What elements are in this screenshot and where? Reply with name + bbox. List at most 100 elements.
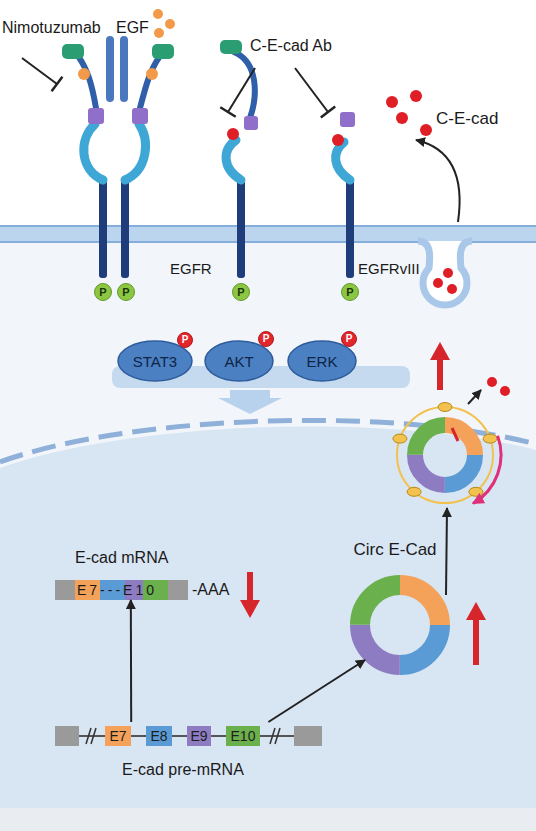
phospho-badge: P [232,283,250,301]
c-e-cad-dot [420,124,432,136]
exon-box: E9 [187,726,211,746]
release-arrow [468,390,481,404]
domain-iv [84,124,103,180]
exon-arc [415,425,475,485]
exon-arc [415,425,475,485]
node-label: Circ E-Cad [353,541,436,558]
circular-rna: Circ E-Cad [350,575,450,675]
node-sublabel: -AAA [192,582,229,598]
break-mark [86,728,91,744]
inhibition-bar [321,107,335,118]
exon-arc [360,585,440,665]
dimer-arm [106,36,114,102]
increase-arrow [437,358,443,390]
decrease-arrow [247,572,253,602]
decrease-arrow-head [240,600,260,618]
c-e-cad-dot [500,386,510,396]
exon-arc [360,585,440,665]
exon-arc [360,585,440,665]
phospho-badge: P [341,283,359,301]
egf-ligand [153,9,163,19]
flow-arrow [130,600,132,722]
domain-iv [125,124,145,180]
domain-ii [78,56,96,108]
exon-arc [360,585,440,665]
domain-iii [340,112,355,127]
signal-arrow [218,390,282,414]
domain-ii [140,56,160,108]
badge-circle [178,333,193,348]
exon-arc [415,425,475,485]
start-marker [452,428,458,441]
ribosome [393,434,407,443]
phospho-badge: P [94,283,112,301]
c-e-cad-bound [227,128,239,140]
ribosome [483,434,497,443]
signaling-protein: ERKP [287,340,357,382]
ribosome-track [397,407,493,503]
exon-rect [187,726,211,746]
signaling-protein: AKTP [204,340,274,382]
transmembrane-domain [237,178,245,278]
inhibition-bar [52,77,63,91]
node-label: P [346,334,353,344]
node-label: E9 [190,729,207,743]
increase-arrow-head [466,602,486,620]
node-label: E10 [231,729,256,743]
node-label: P [237,287,244,298]
badge-circle [342,332,357,347]
increase-arrow [473,618,479,665]
badge-circle [342,284,359,301]
exon-segment [55,580,75,600]
domain-iii [244,116,258,130]
domain-iii [132,108,148,124]
domain-i [220,40,242,54]
export-arrow [446,508,447,595]
exon-box: E8 [146,726,172,746]
node-label: STAT3 [133,354,177,369]
transmembrane-domain [99,178,107,278]
protein-ellipse [288,341,356,381]
transmembrane-domain [346,178,354,278]
antibody-label: C-E-cad Ab [250,38,332,54]
c-e-cad-dot [443,268,453,278]
break-mark [275,728,280,744]
exon-arc [415,425,475,485]
node-sublabel: E7---E10 [77,583,157,597]
break-mark [270,728,275,744]
egf-ligand [78,68,90,80]
exon-rect [105,726,131,746]
node-label: P [263,334,270,344]
node-label: E-cad mRNA [75,550,168,566]
exon-box: E10 [226,726,260,746]
c-e-cad-dot [433,278,443,288]
ribosome [469,487,483,496]
node-label: ERK [307,354,338,369]
domain-i [62,44,84,59]
mrna-strand: E-cad mRNAE7---E10-AAA [55,580,188,600]
break-mark [91,728,96,744]
exon-rect [146,726,172,746]
exon-box: E7 [105,726,131,746]
phospho-badge: P [258,331,274,347]
exon-segment [168,580,188,600]
cell-membrane [0,226,536,242]
inhibition-line [22,58,57,84]
node-label: E7 [109,729,126,743]
secretion-arrow [416,140,460,222]
node-label: P [122,287,129,298]
badge-circle [95,284,112,301]
c-e-cad-dot [410,90,422,102]
transmembrane-domain [121,178,129,278]
node-label: P [346,287,353,298]
domain-iv [226,140,241,180]
flank-exon [294,726,322,746]
egf-ligand [154,28,164,38]
secretory-vesicle [418,241,472,305]
phospho-badge: P [177,332,193,348]
badge-circle [118,284,135,301]
flank-exon [55,726,79,746]
c-e-cad-dot [396,112,408,124]
